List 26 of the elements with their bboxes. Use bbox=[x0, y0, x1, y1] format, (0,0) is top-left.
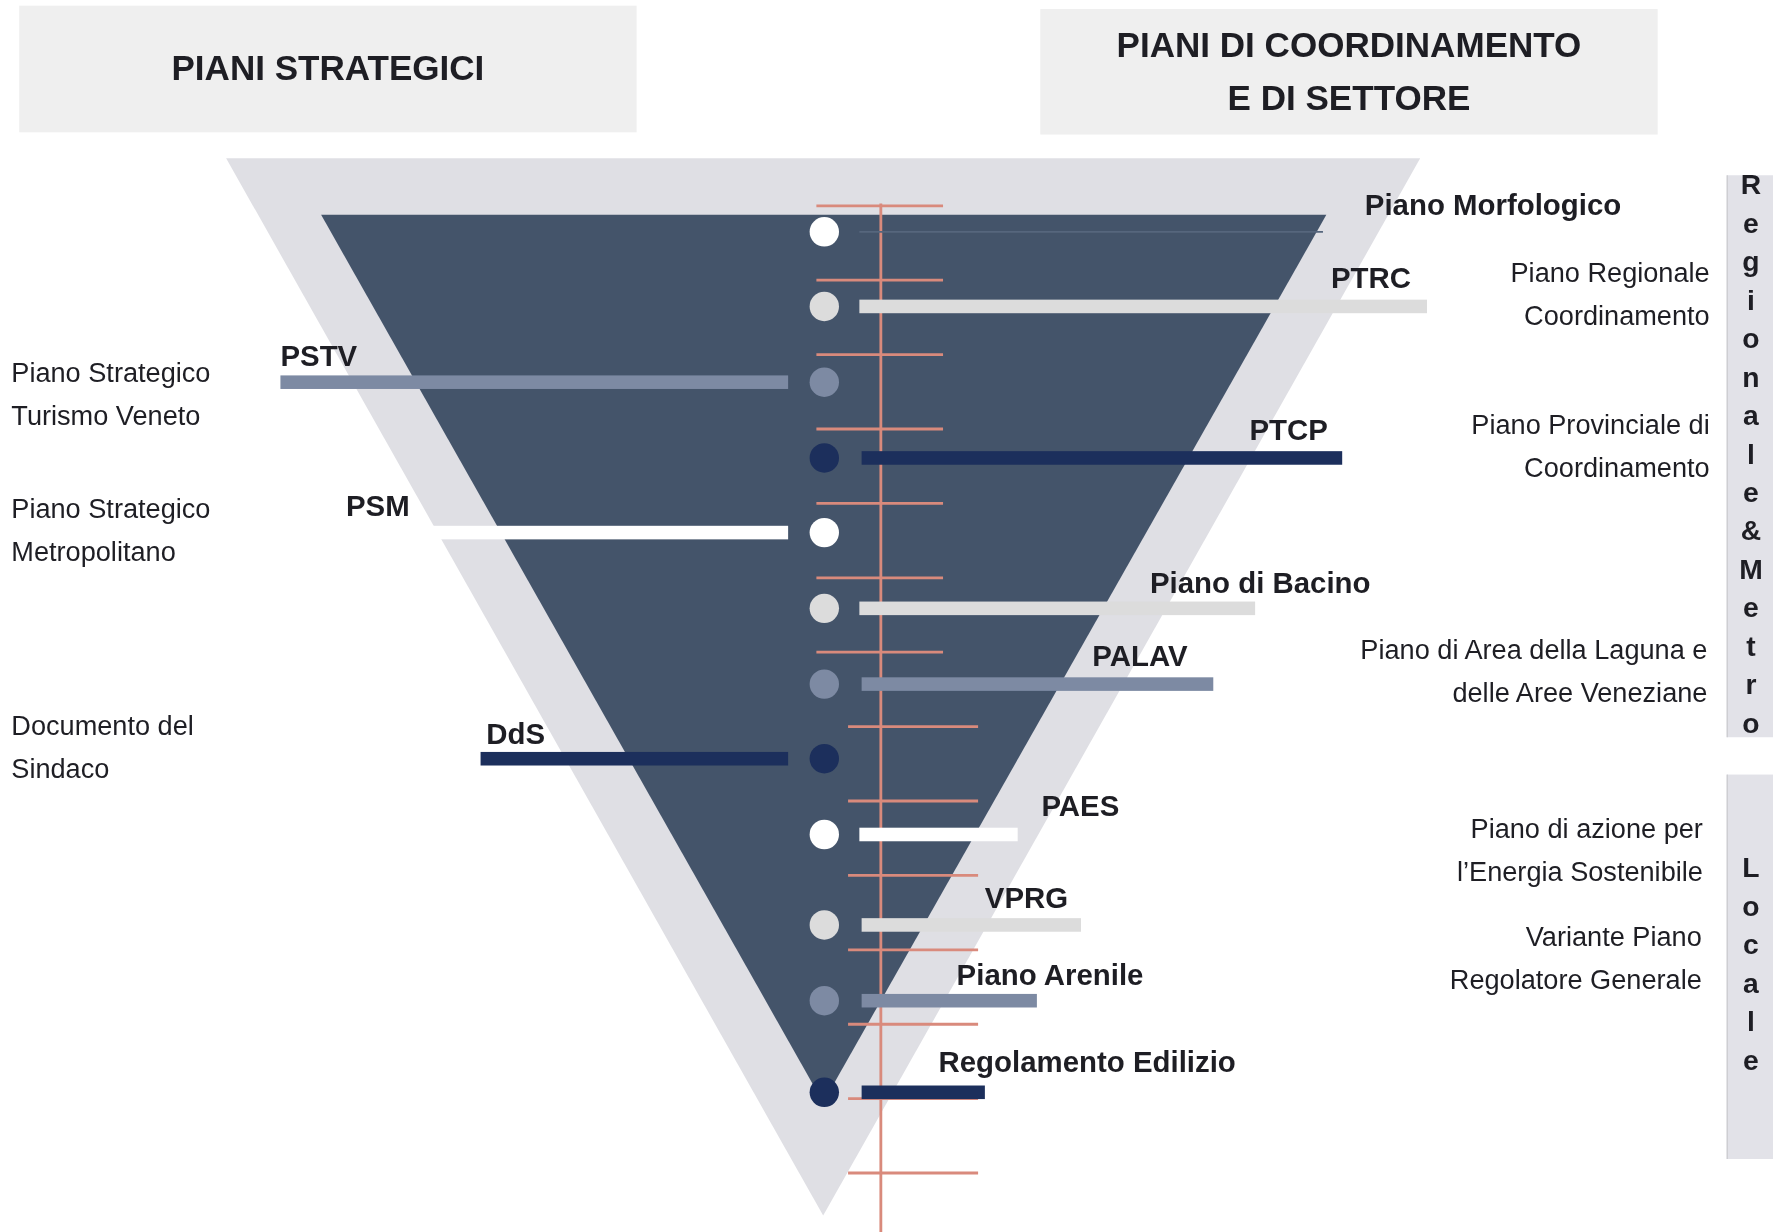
plan-description: Piano di azione per l’Energia Sostenibile bbox=[1456, 812, 1703, 889]
plan-label: Piano di Bacino bbox=[1149, 565, 1371, 601]
plan-label: VPRG bbox=[984, 880, 1069, 917]
section-header: PIANI DI COORDINAMENTO E DI SETTORE bbox=[1040, 9, 1658, 135]
band-label: Locale bbox=[1734, 851, 1767, 1083]
plan-description: Piano di Area della Laguna e delle Aree Veneziane bbox=[1359, 633, 1708, 711]
plan-label: PSTV bbox=[280, 339, 358, 375]
plan-label: Piano Morfologico bbox=[1364, 187, 1622, 223]
plan-label: DdS bbox=[486, 716, 545, 753]
plan-description: Piano Strategico Metropolitano bbox=[11, 492, 212, 569]
plan-label: PTCP bbox=[1249, 412, 1328, 448]
level-band bbox=[1726, 774, 1773, 1159]
band-label: Regionale&Metro bbox=[1734, 167, 1767, 745]
plan-label: PALAV bbox=[1092, 638, 1188, 675]
plan-description: Documento del Sindaco bbox=[11, 709, 195, 787]
plan-label: Piano Arenile bbox=[956, 957, 1144, 993]
section-header: PIANI STRATEGICI bbox=[19, 5, 637, 133]
plan-description: Piano Provinciale di Coordinamento bbox=[1470, 408, 1710, 486]
plan-description: Piano Strategico Turismo Veneto bbox=[11, 356, 212, 434]
plan-label: Regolamento Edilizio bbox=[938, 1044, 1236, 1081]
plan-label: PAES bbox=[1041, 789, 1120, 825]
level-band bbox=[1726, 175, 1773, 738]
plan-description: Piano Regionale Coordinamento bbox=[1509, 255, 1710, 333]
plan-label: PTRC bbox=[1330, 261, 1411, 297]
plan-description: Variante Piano Regolatore Generale bbox=[1448, 920, 1702, 998]
plan-label: PSM bbox=[346, 488, 410, 524]
